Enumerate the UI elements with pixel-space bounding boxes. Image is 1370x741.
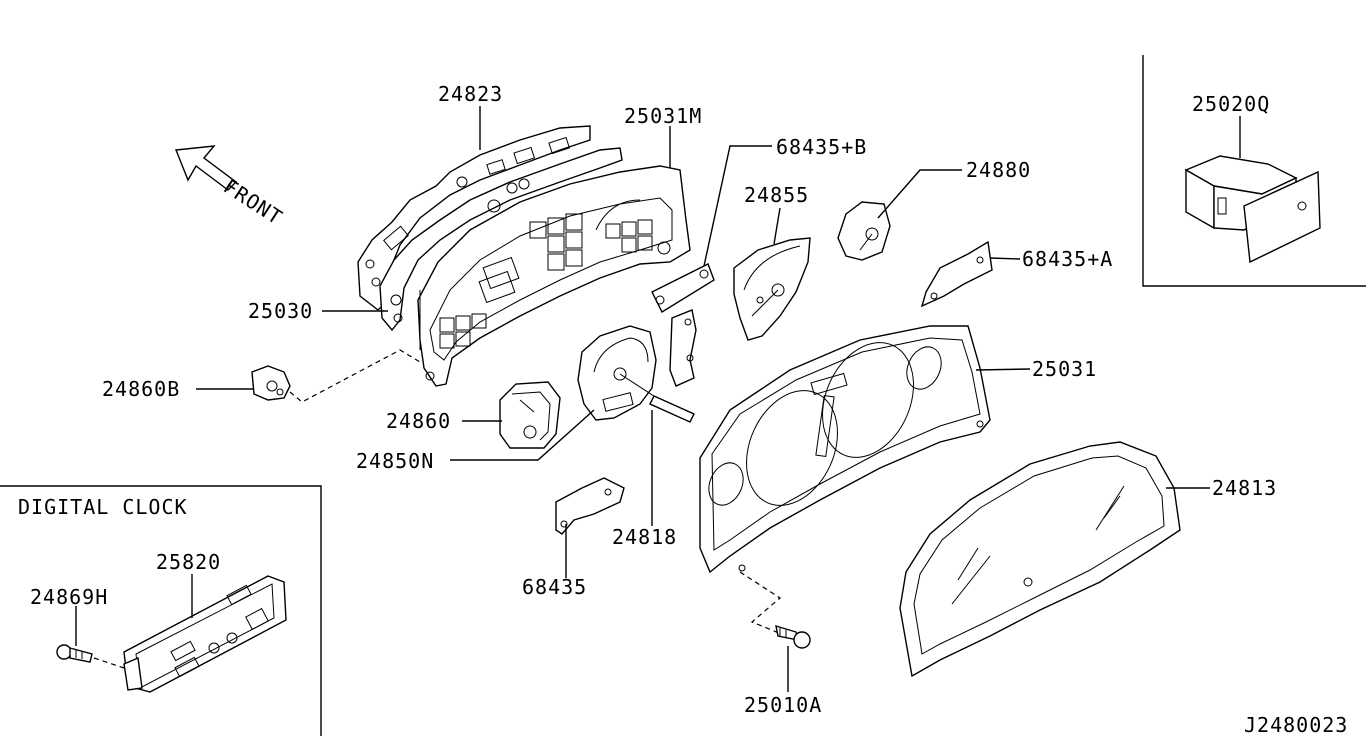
label-24869H: 24869H <box>30 585 108 609</box>
front-direction-label: FRONT <box>219 174 287 230</box>
label-24818: 24818 <box>612 525 677 549</box>
part-24850N-tachometer <box>577 325 695 423</box>
label-24813: 24813 <box>1212 476 1277 500</box>
part-24869H-screw <box>56 644 93 663</box>
label-68435B: 68435+B <box>776 135 867 159</box>
label-25820: 25820 <box>156 550 221 574</box>
front-arrow-icon <box>175 145 238 191</box>
part-68435A-bracket <box>920 240 993 308</box>
leader-lines <box>75 106 1241 692</box>
part-25020Q-switch <box>1184 155 1321 264</box>
label-25031: 25031 <box>1032 357 1097 381</box>
part-25820-digital-clock <box>123 575 287 693</box>
part-24860B-socket <box>251 365 291 401</box>
label-68435: 68435 <box>522 575 587 599</box>
part-68435B-bracket <box>651 263 715 313</box>
part-24813-lens <box>899 441 1181 678</box>
label-24860: 24860 <box>386 409 451 433</box>
inset-frame-right <box>1142 55 1366 287</box>
diagram-code: J2480023 <box>1244 713 1348 736</box>
part-68435-bracket <box>555 477 625 535</box>
inset-frame-digital-clock <box>0 485 322 736</box>
part-25031-housing <box>699 325 991 574</box>
part-24818-bracket <box>669 309 697 387</box>
part-24880-gauge <box>837 201 891 261</box>
part-25031M-housing <box>417 165 691 387</box>
label-25020Q: 25020Q <box>1192 92 1270 116</box>
label-24860B: 24860B <box>102 377 180 401</box>
label-68435A: 68435+A <box>1022 247 1113 271</box>
label-25010A: 25010A <box>744 693 822 717</box>
part-25010A-screw <box>775 624 811 649</box>
label-25031M: 25031M <box>624 104 702 128</box>
label-25030: 25030 <box>248 299 313 323</box>
part-25030-gasket <box>379 147 623 332</box>
inset-title-digital-clock: DIGITAL CLOCK <box>18 495 188 519</box>
label-24850N: 24850N <box>356 449 434 473</box>
label-24880: 24880 <box>966 158 1031 182</box>
label-24823: 24823 <box>438 82 503 106</box>
label-24855: 24855 <box>744 183 809 207</box>
part-24860-gauge <box>499 381 561 449</box>
part-24855-speedometer <box>733 237 811 341</box>
